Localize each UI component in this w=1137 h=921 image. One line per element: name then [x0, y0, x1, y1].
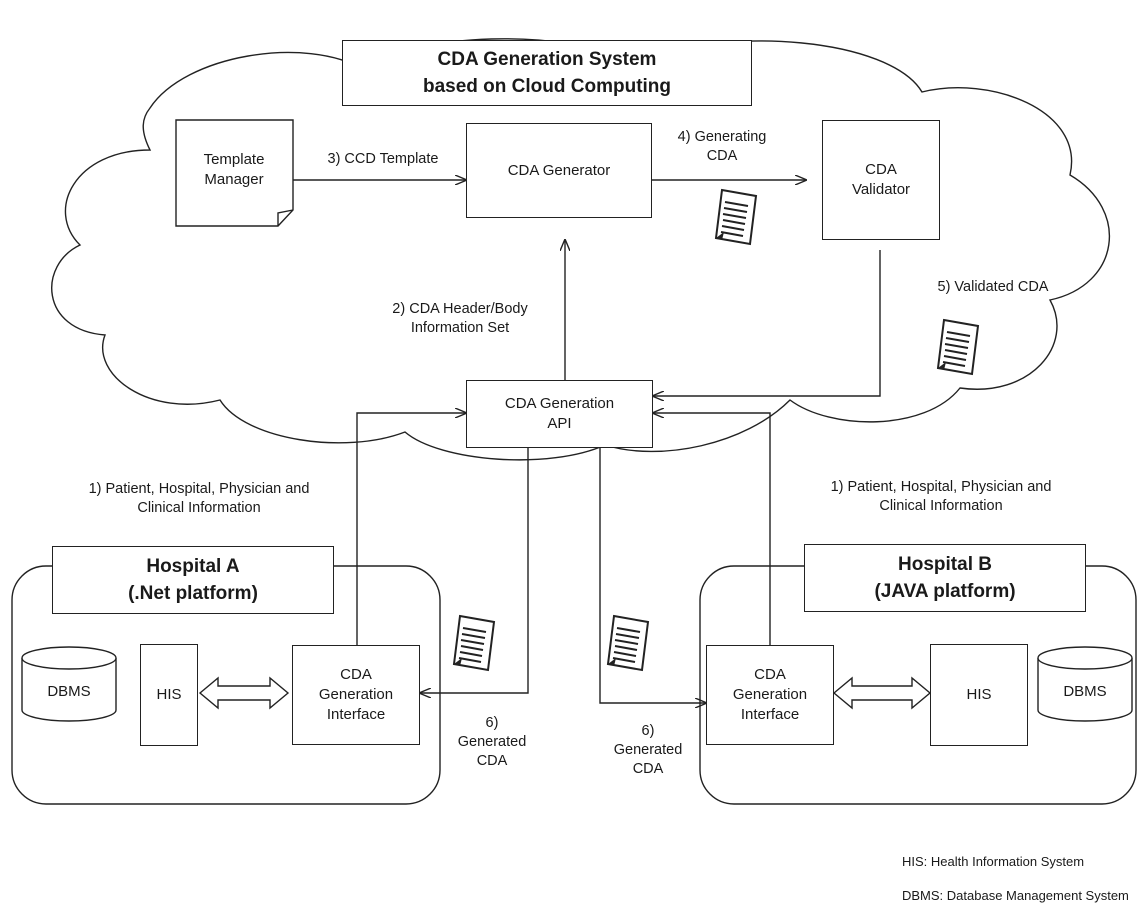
- template-manager-label: Template Manager: [203, 151, 265, 188]
- document-icon: [452, 612, 496, 672]
- legend-his: HIS: Health Information System: [902, 854, 1085, 869]
- dbms-label-b: DBMS: [1063, 683, 1107, 700]
- document-icon: [714, 186, 758, 246]
- step4-label: 4) Generating CDA: [677, 129, 767, 164]
- cda-generator-box: CDA Generator: [466, 123, 652, 218]
- dbms-cylinder-b: [1037, 646, 1133, 722]
- his-box-b: HIS: [930, 644, 1028, 746]
- arrow-validator-to-api: [653, 250, 881, 396]
- hospital-b-title: Hospital B (JAVA platform): [804, 544, 1086, 612]
- arrow-api-to-hospital-a: [420, 448, 529, 693]
- document-icon: [936, 316, 980, 376]
- step6-label-a: 6) Generated CDA: [457, 715, 527, 769]
- cda-interface-box-a: CDA Generation Interface: [292, 645, 420, 745]
- step2-label: 2) CDA Header/Body Information Set: [392, 301, 528, 336]
- cda-generation-api-box: CDA Generation API: [466, 380, 653, 448]
- double-arrow-a: [198, 676, 290, 710]
- cda-interface-box-b: CDA Generation Interface: [706, 645, 834, 745]
- arrow-hospital-b-to-api: [653, 413, 771, 646]
- arrow-hospital-a-to-api: [356, 413, 466, 646]
- cda-validator-box: CDA Validator: [822, 120, 940, 240]
- his-box-a: HIS: [140, 644, 198, 746]
- dbms-label-a: DBMS: [47, 683, 91, 700]
- arrow-api-to-hospital-b: [599, 448, 706, 703]
- document-icon: [606, 612, 650, 672]
- dbms-cylinder-a: [21, 646, 117, 722]
- step1-label-a: 1) Patient, Hospital, Physician and Clin…: [88, 481, 310, 516]
- legend: HIS: Health Information System DBMS: Dat…: [902, 836, 1134, 921]
- step3-label: 3) CCD Template: [327, 151, 439, 167]
- system-title: CDA Generation System based on Cloud Com…: [342, 40, 752, 106]
- legend-dbms: DBMS: Database Management System: [902, 888, 1129, 903]
- hospital-a-title: Hospital A (.Net platform): [52, 546, 334, 614]
- step6-label-b: 6) Generated CDA: [613, 723, 683, 777]
- template-manager-shape: [175, 119, 294, 227]
- step1-label-b: 1) Patient, Hospital, Physician and Clin…: [830, 479, 1052, 514]
- step5-label: 5) Validated CDA: [937, 279, 1049, 295]
